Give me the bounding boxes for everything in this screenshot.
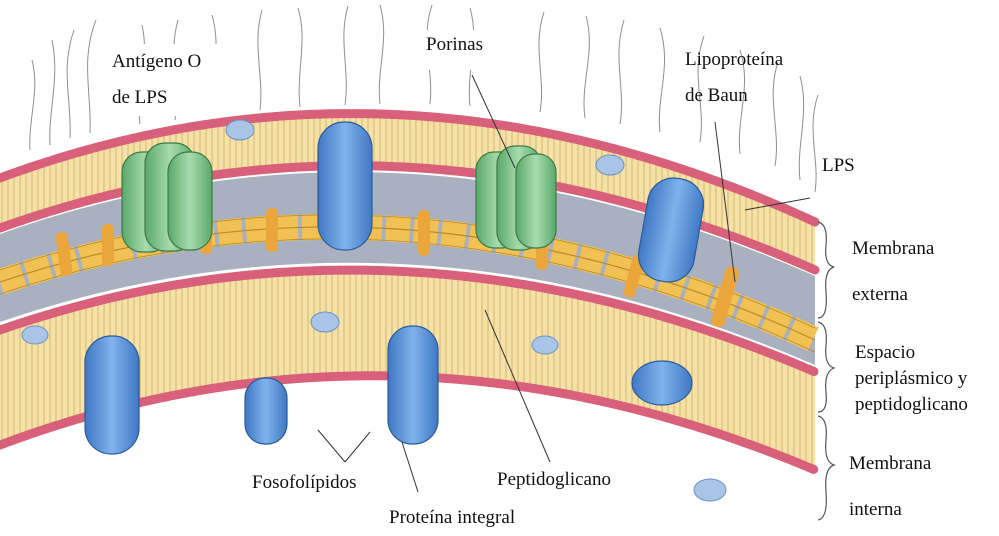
- porin-right: [476, 146, 556, 250]
- label-membrana-interna-line2: interna: [849, 487, 931, 533]
- label-membrana-externa-line2: externa: [852, 272, 934, 318]
- label-lipoproteina-line1: Lipoproteína: [685, 42, 815, 78]
- label-espacio-line1: Espacio: [855, 340, 968, 366]
- label-antigeno-o: Antígeno O de LPS: [110, 44, 234, 116]
- label-membrana-externa-line1: Membrana: [852, 226, 934, 272]
- region-braces: [818, 222, 834, 520]
- label-antigeno-o-line2: de LPS: [112, 80, 232, 116]
- label-fosofolipidos: Fosofolípidos: [250, 470, 359, 496]
- label-peptidoglicano: Peptidoglicano: [493, 462, 674, 498]
- label-porinas: Porinas: [420, 30, 536, 70]
- label-membrana-externa: Membrana externa: [850, 226, 936, 318]
- label-espacio-line3: peptidoglicano: [855, 392, 968, 418]
- label-espacio-line2: periplásmico y: [855, 366, 968, 392]
- label-lps: LPS: [820, 153, 857, 179]
- label-membrana-interna-line1: Membrana: [849, 441, 931, 487]
- label-proteina-integral: Proteína integral: [387, 505, 517, 531]
- label-antigeno-o-line1: Antígeno O: [112, 44, 232, 80]
- label-membrana-interna: Membrana interna: [847, 441, 933, 533]
- label-espacio-periplasmico: Espacio periplásmico y peptidoglicano: [853, 340, 970, 418]
- label-lipoproteina-line2: de Baun: [685, 78, 815, 114]
- porin-left: [122, 143, 212, 252]
- label-lipoproteina: Lipoproteína de Baun: [683, 42, 817, 114]
